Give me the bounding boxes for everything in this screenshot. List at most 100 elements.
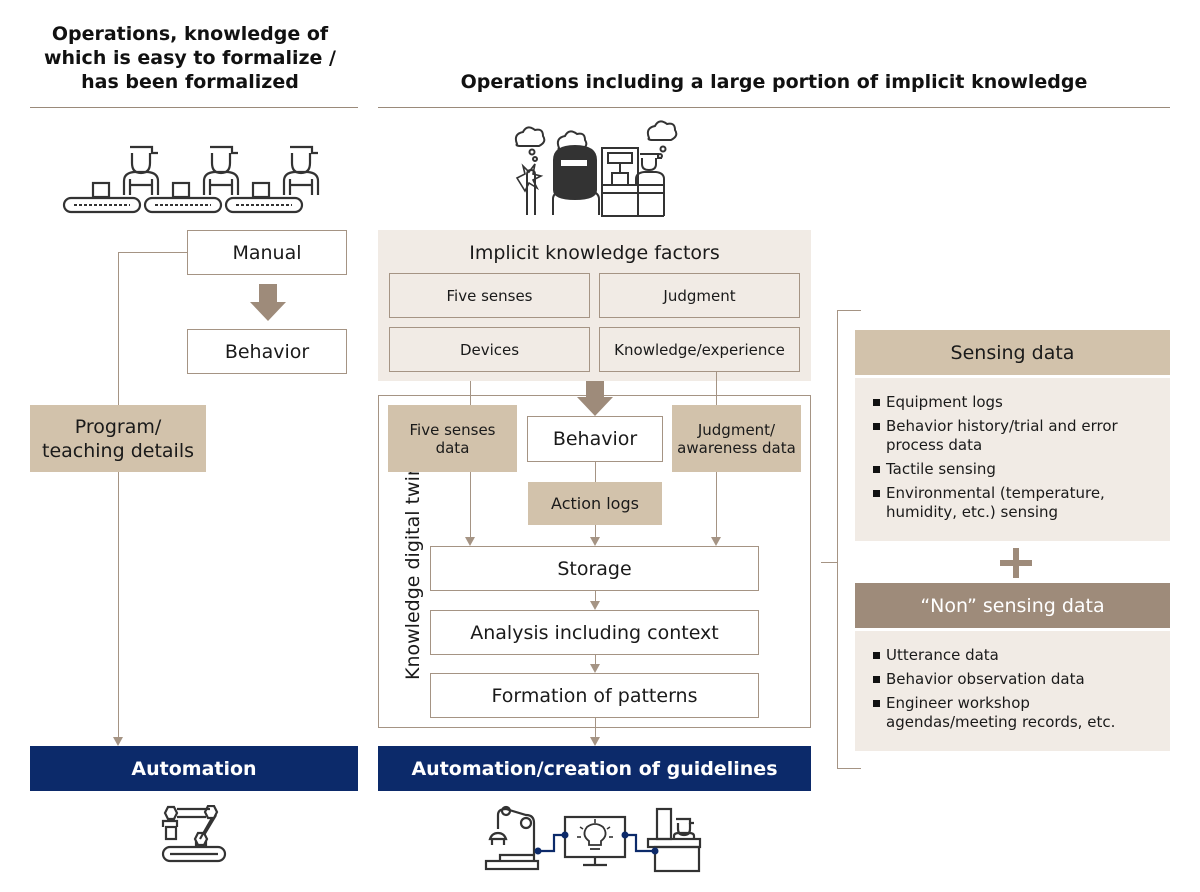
non-sensing-item-line: agendas/meeting records, etc.: [886, 713, 1116, 731]
bracket-vertical: [837, 310, 838, 768]
middle-title-divider: [378, 107, 1170, 108]
arrow-tip-icon: [465, 537, 475, 546]
automation-label: Automation: [131, 757, 257, 780]
arrow-tip-icon: [590, 601, 600, 610]
knowledge-digital-twin-label: Knowledge digital twin: [402, 464, 428, 680]
non-sensing-item-line: Utterance data: [886, 646, 999, 664]
arrow-tip-icon: [590, 737, 600, 746]
sensing-item-line: Tactile sensing: [886, 460, 996, 478]
action-logs-box: Action logs: [528, 482, 662, 525]
non-sensing-data-header: “Non” sensing data: [855, 583, 1170, 628]
factor-knowledge-experience: Knowledge/experience: [599, 327, 800, 372]
left-section-title: Operations, knowledge of which is easy t…: [20, 22, 360, 94]
robot-arm-conveyor-icon: [161, 805, 227, 863]
left-behavior-label: Behavior: [224, 340, 310, 363]
left-behavior-box: Behavior: [187, 329, 347, 374]
judgment-to-storage: [716, 472, 717, 538]
program-line-1: Program/: [74, 415, 162, 438]
factor-label: Devices: [459, 340, 520, 359]
knowledge-connector: [716, 372, 717, 405]
storage-box: Storage: [430, 546, 759, 591]
list-item: Environmental (temperature, humidity, et…: [872, 484, 1162, 522]
sensing-item-line: Environmental (temperature,: [886, 484, 1105, 502]
action-to-storage: [595, 525, 596, 538]
arrow-tip-icon: [113, 737, 123, 746]
sensing-title: Sensing data: [950, 341, 1075, 364]
non-sensing-data-list: Utterance data Behavior observation data…: [872, 646, 1162, 737]
bracket-bottom: [837, 768, 861, 769]
manual-label: Manual: [232, 241, 302, 264]
action-logs-label: Action logs: [551, 494, 639, 513]
patterns-box: Formation of patterns: [430, 673, 759, 718]
factor-devices: Devices: [389, 327, 590, 372]
list-item: Equipment logs: [872, 393, 1162, 412]
twin-label-text: Knowledge digital twin: [402, 464, 424, 680]
sensing-data-panel: [855, 378, 1170, 541]
robot-computer-worker-network-icon: [484, 805, 702, 873]
arrow-tip-icon: [711, 537, 721, 546]
non-sensing-item-line: Engineer workshop: [886, 694, 1030, 712]
left-title-line-2: which is easy to formalize /: [43, 47, 337, 69]
left-vertical-connector-bottom: [118, 472, 119, 737]
sensing-data-list: Equipment logs Behavior history/trial an…: [872, 393, 1162, 527]
sensing-item-line: Equipment logs: [886, 393, 1003, 411]
automation-banner: Automation: [30, 746, 358, 791]
program-line-2: teaching details: [42, 439, 194, 462]
left-title-divider: [30, 107, 358, 108]
judgment-line-1: Judgment/: [697, 420, 776, 439]
patterns-label: Formation of patterns: [491, 684, 698, 707]
five-senses-to-storage: [470, 472, 471, 538]
factor-five-senses: Five senses: [389, 273, 590, 318]
middle-behavior-label: Behavior: [552, 428, 638, 450]
non-sensing-data-panel: [855, 631, 1170, 751]
storage-to-analysis: [595, 591, 596, 601]
plus-icon: +: [1000, 548, 1032, 578]
manual-box: Manual: [187, 230, 347, 275]
factor-judgment: Judgment: [599, 273, 800, 318]
arrow-tip-icon: [590, 664, 600, 673]
welder-and-machine-operator-thinking-icon: [514, 120, 678, 217]
program-teaching-box: Program/ teaching details: [30, 405, 206, 472]
automation-guidelines-label: Automation/creation of guidelines: [411, 757, 778, 780]
factor-label: Knowledge/experience: [614, 340, 785, 359]
behavior-to-action-connector: [595, 462, 596, 482]
sensing-item-line: humidity, etc.) sensing: [886, 503, 1059, 521]
list-item: Utterance data: [872, 646, 1162, 665]
left-title-line-1: Operations, knowledge of: [51, 23, 329, 45]
judgment-awareness-data-box: Judgment/ awareness data: [672, 405, 801, 472]
factors-title-text: Implicit knowledge factors: [469, 242, 720, 264]
factor-label: Five senses: [446, 286, 533, 305]
bracket-connector: [821, 562, 837, 563]
arrow-tip-icon: [590, 537, 600, 546]
patterns-to-automation: [595, 718, 596, 737]
down-arrow-icon: [250, 284, 286, 321]
sensing-data-header: Sensing data: [855, 330, 1170, 375]
analysis-to-patterns: [595, 655, 596, 665]
left-title-line-3: has been formalized: [81, 71, 299, 93]
assembly-line-workers-icon: [62, 145, 320, 214]
list-item: Tactile sensing: [872, 460, 1162, 479]
implicit-knowledge-factors-title: Implicit knowledge factors: [378, 236, 811, 270]
analysis-box: Analysis including context: [430, 610, 759, 655]
five-senses-data-box: Five senses data: [388, 405, 517, 472]
five-senses-connector: [470, 381, 471, 405]
automation-guidelines-banner: Automation/creation of guidelines: [378, 746, 811, 791]
manual-connector: [118, 252, 187, 253]
list-item: Behavior history/trial and error process…: [872, 417, 1162, 455]
non-sensing-title: “Non” sensing data: [920, 594, 1105, 617]
sensing-item-line: Behavior history/trial and error: [886, 417, 1118, 435]
middle-title-text: Operations including a large portion of …: [460, 71, 1088, 93]
five-senses-data-line-2: data: [435, 438, 470, 457]
down-arrow-icon: [577, 381, 613, 416]
judgment-line-2: awareness data: [677, 438, 796, 457]
non-sensing-item-line: Behavior observation data: [886, 670, 1085, 688]
factor-label: Judgment: [663, 286, 736, 305]
five-senses-data-line-1: Five senses: [409, 420, 496, 439]
middle-section-title: Operations including a large portion of …: [378, 70, 1170, 94]
bracket-top: [837, 310, 861, 311]
list-item: Engineer workshop agendas/meeting record…: [872, 694, 1162, 732]
left-vertical-connector-top: [118, 252, 119, 405]
sensing-item-line: process data: [886, 436, 983, 454]
middle-behavior-box: Behavior: [527, 416, 663, 462]
list-item: Behavior observation data: [872, 670, 1162, 689]
